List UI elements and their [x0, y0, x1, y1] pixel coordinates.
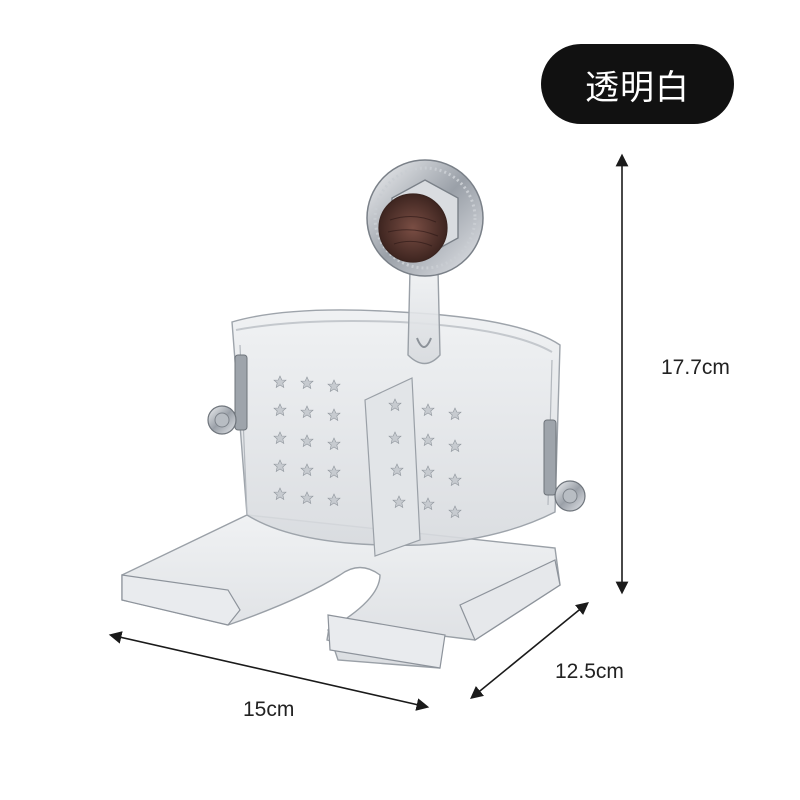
wood-knob [378, 193, 448, 263]
left-clamp [234, 354, 248, 431]
base-tray [121, 514, 561, 669]
divider-panel [364, 377, 421, 557]
width-arrow [108, 631, 430, 711]
right-knob [554, 480, 586, 512]
right-clamp [543, 419, 557, 496]
color-variant-label: 透明白 [585, 67, 690, 108]
depth-arrow [470, 601, 589, 700]
hook-stem [407, 269, 441, 365]
star-pattern [273, 375, 462, 519]
suction-cup [366, 159, 484, 277]
height-dimension-label: 17.7cm [661, 356, 730, 379]
color-variant-badge: 透明白 [541, 44, 734, 124]
left-knob [207, 405, 237, 435]
